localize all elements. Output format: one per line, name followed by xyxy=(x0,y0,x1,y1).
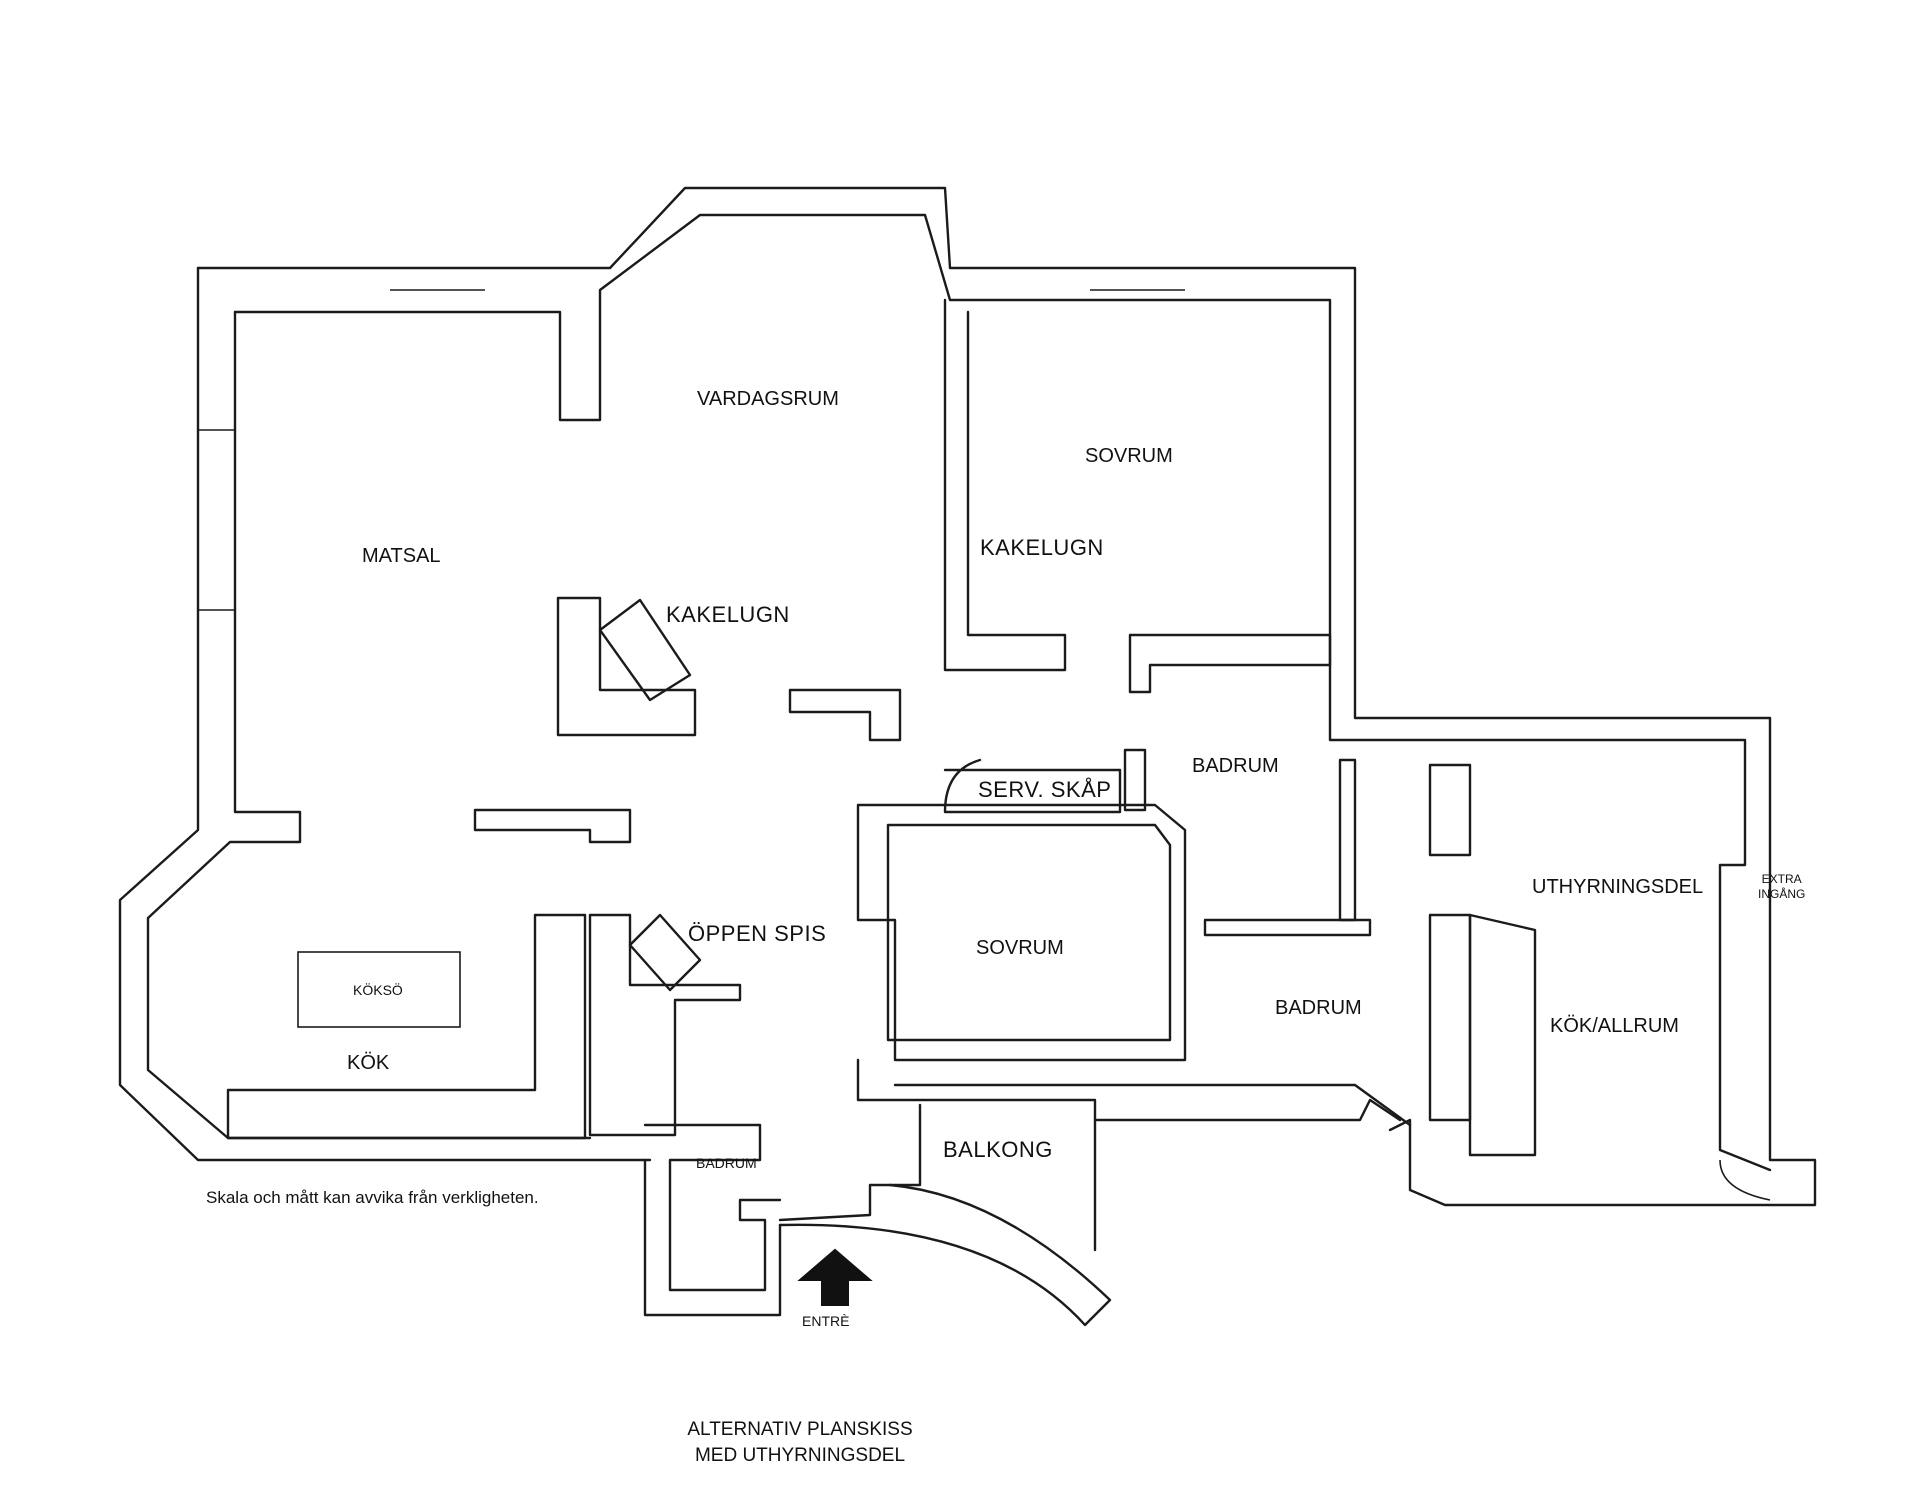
plan-title-line2: MED UTHYRNINGSDEL xyxy=(694,1445,906,1466)
room-label-kokso: KÖKSÖ xyxy=(353,982,403,998)
room-label-extra-ingang: EXTRA INGÅNG xyxy=(1758,872,1805,902)
room-label-sovrum-top: SOVRUM xyxy=(1085,445,1173,467)
room-label-kakelugn-sovrum: KAKELUGN xyxy=(980,535,1104,560)
plan-title: ALTERNATIV PLANSKISS MED UTHYRNINGSDEL xyxy=(665,1417,935,1469)
room-label-kakelugn-center: KAKELUGN xyxy=(666,602,790,627)
room-label-kok: KÖK xyxy=(347,1052,390,1074)
entrance-label: ENTRÈ xyxy=(802,1313,850,1329)
room-label-badrum-middle: BADRUM xyxy=(1275,997,1362,1019)
room-label-badrum-small: BADRUM xyxy=(696,1155,757,1171)
room-label-uthyrningsdel: UTHYRNINGSDEL xyxy=(1532,876,1704,898)
exterior-walls xyxy=(118,186,1817,1207)
room-label-badrum-upper: BADRUM xyxy=(1192,755,1279,777)
room-label-serv-skap: SERV. SKÅP xyxy=(978,777,1112,802)
interior-walls xyxy=(198,289,1771,1327)
room-label-oppen-spis: ÖPPEN SPIS xyxy=(688,921,827,946)
room-label-vardagsrum: VARDAGSRUM xyxy=(697,388,839,410)
entrance-arrow xyxy=(797,1248,873,1306)
room-label-matsal: MATSAL xyxy=(362,545,441,567)
disclaimer-text: Skala och mått kan avvika från verklighe… xyxy=(206,1188,539,1207)
extra-ingang-line1: EXTRA xyxy=(1761,872,1802,886)
room-label-sovrum-middle: SOVRUM xyxy=(976,937,1064,959)
room-label-kok-allrum: KÖK/ALLRUM xyxy=(1550,1015,1679,1037)
room-label-balkong: BALKONG xyxy=(943,1137,1053,1162)
plan-title-line1: ALTERNATIV PLANSKISS xyxy=(687,1419,913,1440)
extra-ingang-line2: INGÅNG xyxy=(1758,887,1806,901)
